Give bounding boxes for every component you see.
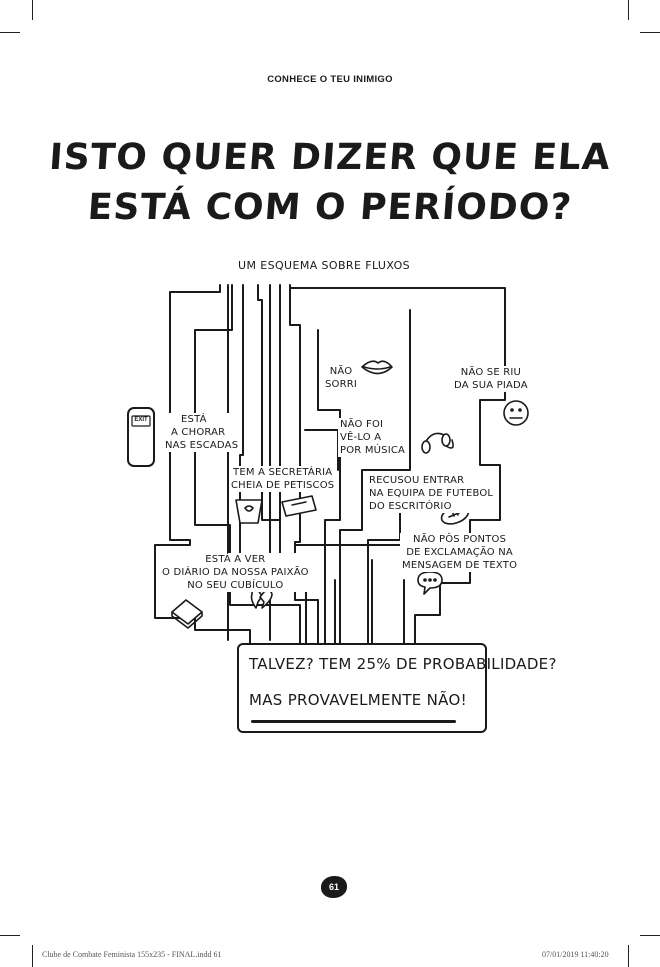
- flowchart-subtitle: UM ESQUEMA SOBRE FLUXOS: [238, 259, 411, 272]
- crop-mark: [32, 945, 33, 967]
- running-head: CONHECE O TEU INIMIGO: [267, 74, 393, 85]
- exit-sign-label: EXIT: [134, 417, 148, 423]
- result-line-2: MAS PROVAVELMENTE NÃO!: [249, 691, 467, 709]
- page-number: 61: [321, 876, 347, 898]
- speech-bubble-icon: [417, 571, 443, 595]
- exit-sign-icon: [127, 407, 155, 467]
- result-box: TALVEZ? TEM 25% DE PROBABILIDADE? MAS PR…: [237, 643, 556, 733]
- crop-mark: [0, 935, 20, 936]
- crop-mark: [32, 0, 33, 20]
- slug-left: Clube de Combate Feminista 155x235 - FIN…: [42, 950, 222, 959]
- book-icon: [171, 599, 203, 629]
- label-esta-a-chorar: ESTÁ A CHORAR NAS ESCADAS: [163, 413, 241, 452]
- result-underline: [251, 720, 456, 723]
- result-line-1: TALVEZ? TEM 25% DE PROBABILIDADE?: [249, 655, 557, 673]
- crop-mark: [640, 32, 660, 33]
- neutral-face-icon: [503, 400, 529, 426]
- crop-mark: [628, 0, 629, 20]
- crop-mark: [640, 935, 660, 936]
- crop-mark: [0, 32, 20, 33]
- snack-packets-icon: [235, 495, 317, 524]
- headphones-icon: [421, 432, 454, 454]
- slug-right: 07/01/2019 11:40:20: [542, 950, 609, 959]
- crop-mark: [628, 945, 629, 967]
- lips-icon: [361, 360, 393, 375]
